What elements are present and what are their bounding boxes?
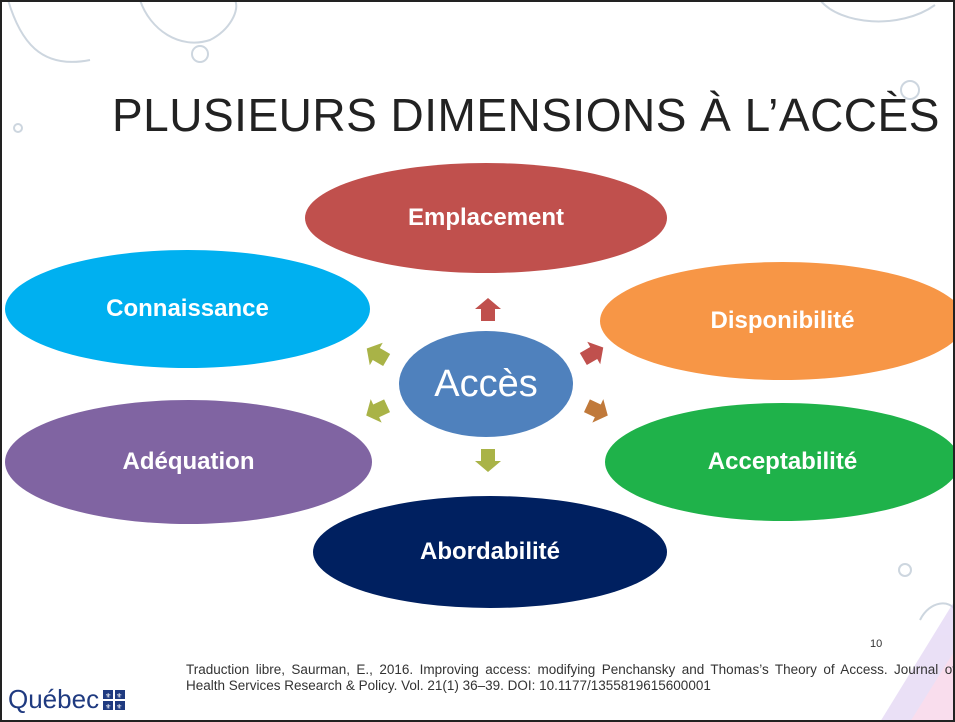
dimension-label: Emplacement: [407, 204, 565, 231]
dimension-abordabilite: Abordabilité: [313, 496, 667, 608]
arrow-to-disponibilite: [579, 341, 604, 366]
hub-acces: Accès: [399, 331, 573, 437]
dimension-disponibilite: Disponibilité: [600, 262, 955, 380]
arrow-to-emplacement: [475, 298, 501, 321]
dimension-label: Adéquation: [122, 448, 255, 475]
svg-text:⚜: ⚜: [105, 703, 111, 710]
arrow-to-acceptabilite: [583, 399, 608, 423]
arrow-to-connaissance: [366, 342, 391, 367]
svg-text:⚜: ⚜: [116, 703, 122, 710]
slide-title: PLUSIEURS DIMENSIONS À L’ACCÈS: [112, 89, 940, 141]
dimension-label: Disponibilité: [710, 307, 855, 334]
dimension-emplacement: Emplacement: [305, 163, 667, 273]
quebec-logo-text: Québec: [8, 684, 100, 714]
dimension-acceptabilite: Acceptabilité: [605, 403, 955, 521]
slide-number: 10: [870, 638, 883, 650]
quebec-flag-icon: ⚜ ⚜ ⚜ ⚜: [103, 689, 126, 710]
quebec-logo: Québec ⚜ ⚜ ⚜ ⚜: [8, 684, 126, 715]
arrow-to-abordabilite: [475, 449, 501, 472]
dimension-connaissance: Connaissance: [5, 250, 370, 368]
arrow-to-adequation: [366, 399, 391, 423]
svg-text:⚜: ⚜: [105, 692, 111, 700]
dimension-label: Acceptabilité: [707, 448, 858, 475]
citation: Traduction libre, Saurman, E., 2016. Imp…: [186, 662, 955, 693]
svg-text:⚜: ⚜: [116, 692, 122, 700]
dimension-adequation: Adéquation: [5, 400, 372, 524]
dimension-label: Connaissance: [106, 295, 269, 322]
dimension-label: Abordabilité: [419, 538, 560, 565]
hub-label: Accès: [434, 362, 538, 405]
